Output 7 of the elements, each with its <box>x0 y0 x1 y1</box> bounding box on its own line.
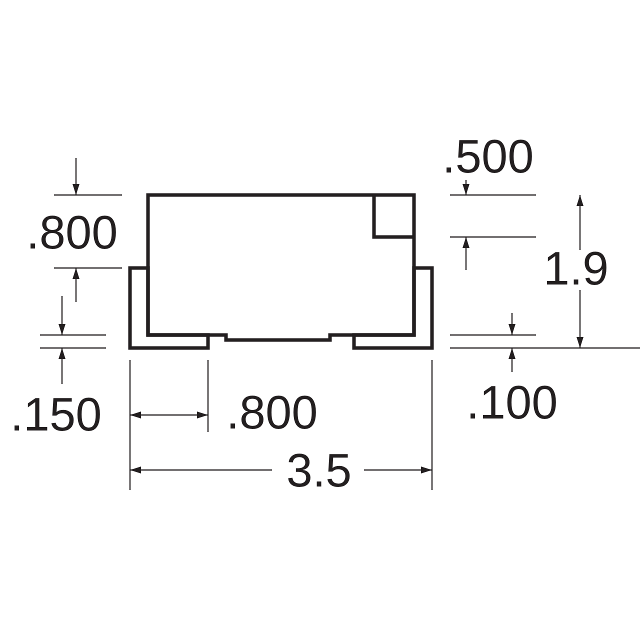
dimension-label: 3.5 <box>286 446 352 494</box>
dimension-label: 1.9 <box>543 244 609 292</box>
dimension-label: .150 <box>10 390 102 438</box>
dimension-label: .100 <box>466 378 558 426</box>
dimension-label: .800 <box>26 208 118 256</box>
dimension-label: .800 <box>226 388 318 436</box>
dimension-label: .500 <box>442 132 534 180</box>
